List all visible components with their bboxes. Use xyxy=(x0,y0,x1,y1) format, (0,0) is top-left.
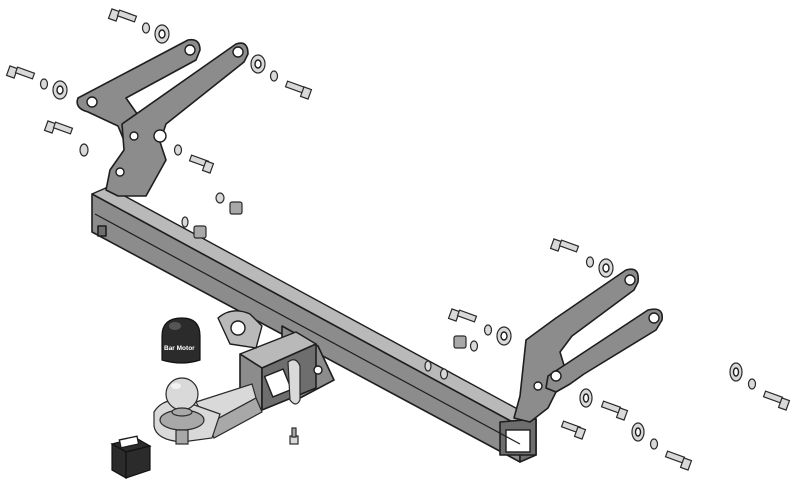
receiver-plug xyxy=(110,435,152,480)
bolt-left-1 xyxy=(5,65,36,80)
bolt-top-right xyxy=(284,80,313,100)
left-mounting-bracket xyxy=(76,38,249,197)
cap-label: Bar Motor xyxy=(164,345,195,352)
right-mounting-bracket xyxy=(513,268,664,423)
bolt-right-bottom xyxy=(664,450,693,471)
bolt-far-right xyxy=(762,390,791,411)
bolt-right-mid xyxy=(447,308,478,323)
ball-mount xyxy=(153,377,263,445)
bolt-mid-left xyxy=(188,154,215,174)
bolt-top-left xyxy=(107,8,138,23)
tow-ball xyxy=(165,377,199,411)
crossbar-left-stub xyxy=(97,225,107,237)
bolt-right-low-1 xyxy=(600,400,629,421)
nut xyxy=(229,201,243,215)
crossbar-end-opening xyxy=(505,429,531,453)
receiver-assembly xyxy=(217,310,335,411)
ball-cover-cap: Bar Motor xyxy=(161,317,201,364)
retaining-pin xyxy=(287,359,301,405)
small-bolt xyxy=(289,427,299,445)
bolt-right-top xyxy=(549,238,580,253)
hardware-set xyxy=(5,8,791,471)
lock-washer xyxy=(141,22,151,34)
bolt-left-2 xyxy=(43,120,74,135)
bolt-right-low-2 xyxy=(560,420,587,440)
